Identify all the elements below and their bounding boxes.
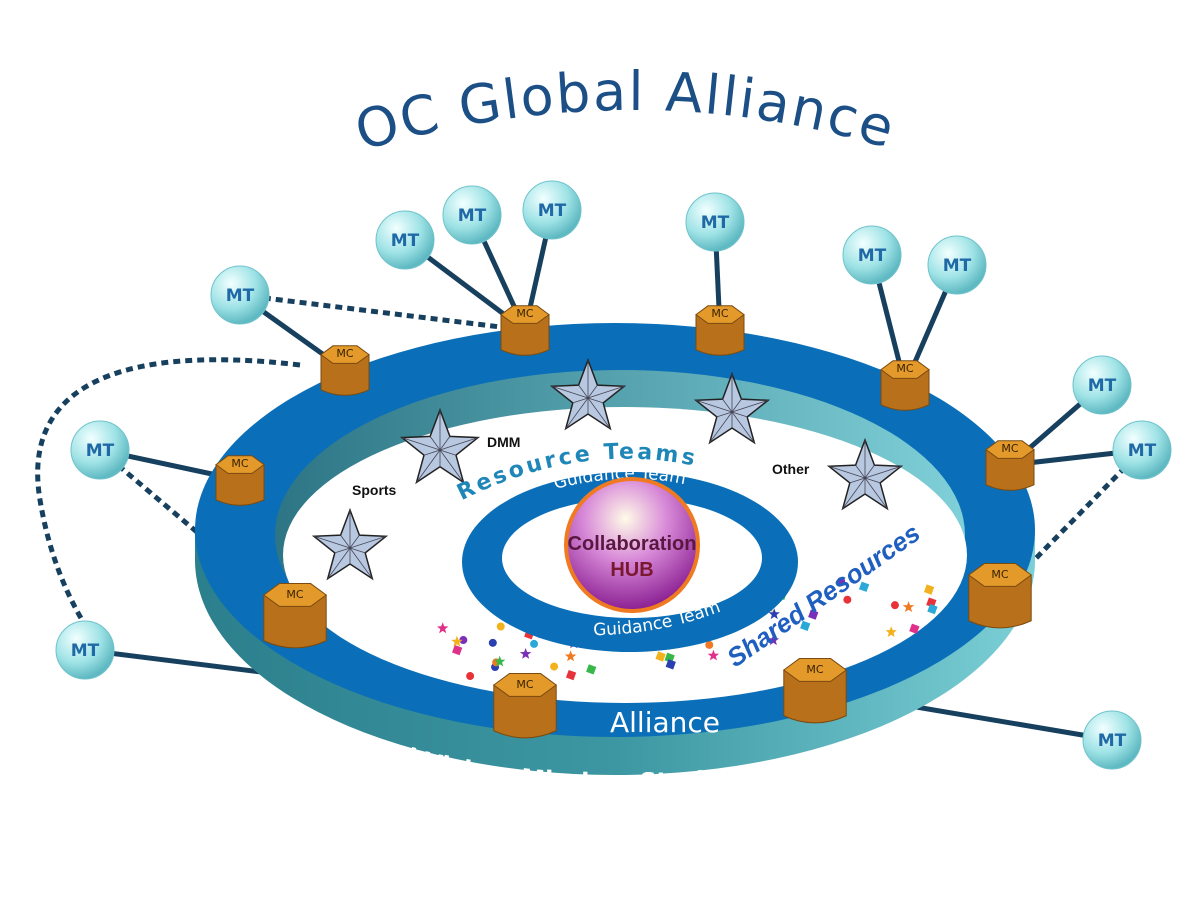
confetti-dot — [705, 640, 714, 649]
confetti-square — [664, 652, 675, 663]
confetti-star — [494, 655, 506, 667]
member-council-node: MC — [215, 455, 265, 506]
mt-label: MT — [701, 213, 730, 233]
member-team-node: MT — [1112, 420, 1172, 480]
member-team-node: MT — [1082, 710, 1142, 770]
confetti-square — [565, 669, 577, 681]
star-icon — [311, 507, 389, 581]
mc-label: MC — [1001, 442, 1018, 455]
member-council-node: MC — [500, 305, 550, 356]
confetti-square — [927, 603, 938, 615]
mc-label: MC — [896, 362, 913, 375]
hub-label-line1: Collaboration — [568, 533, 697, 555]
member-council-node: MC — [782, 658, 848, 724]
mt-label: MT — [858, 246, 887, 266]
hub-sphere — [564, 477, 700, 613]
diagram-title: OC Global Alliance — [349, 60, 903, 163]
mc-label: MC — [516, 307, 533, 320]
confetti-dot — [890, 601, 899, 610]
confetti-star — [707, 649, 720, 661]
confetti-dot — [530, 639, 539, 648]
hub-label-line2: HUB — [610, 559, 653, 581]
mt-label: MT — [86, 441, 115, 461]
member-team-node: MT — [927, 235, 987, 295]
confetti-dot — [496, 622, 505, 631]
confetti-square — [665, 659, 676, 670]
confetti-star — [451, 635, 463, 647]
member-team-node: MT — [210, 265, 270, 325]
team-label-other: Other — [772, 461, 810, 477]
mt-label: MT — [226, 286, 255, 306]
member-team-node: MT — [842, 225, 902, 285]
mc-label: MC — [286, 588, 303, 601]
confetti-dot — [466, 672, 475, 681]
confetti-dot — [550, 662, 559, 671]
confetti-square — [923, 584, 935, 595]
mc-label: MC — [991, 568, 1008, 581]
confetti-square — [909, 623, 920, 634]
star-icon — [549, 357, 627, 431]
confetti-square — [800, 620, 811, 631]
mc-label: MC — [336, 347, 353, 360]
confetti-square — [808, 609, 819, 620]
team-label-dmm: DMM — [487, 434, 520, 450]
confetti-star — [437, 622, 449, 634]
member-council-node: MC — [262, 583, 328, 649]
member-team-node: MT — [70, 420, 130, 480]
mc-label: MC — [231, 457, 248, 470]
confetti-square — [926, 597, 937, 608]
mc-label: MC — [516, 678, 533, 691]
confetti-dot — [459, 636, 468, 645]
confetti-star — [564, 650, 577, 662]
mc-label: MC — [806, 663, 823, 676]
member-council-node: MC — [492, 673, 558, 739]
member-team-node: MT — [442, 185, 502, 245]
star-icon — [826, 437, 904, 511]
confetti-dot — [843, 595, 852, 604]
member-council-node: MC — [967, 563, 1033, 629]
member-team-node: MT — [1072, 355, 1132, 415]
confetti-square — [858, 581, 870, 592]
confetti-square — [655, 651, 666, 662]
member-council-node: MC — [880, 360, 930, 411]
confetti-star — [519, 648, 532, 659]
mc-label: MC — [711, 307, 728, 320]
mt-label: MT — [391, 231, 420, 251]
star-icon — [693, 371, 771, 445]
member-team-node: MT — [375, 210, 435, 270]
dotted-link-curve — [35, 357, 301, 627]
dotted-link — [98, 448, 297, 617]
member-council-node: MC — [320, 345, 370, 396]
alliance-label: Alliance — [610, 706, 720, 739]
mt-label: MT — [538, 201, 567, 221]
confetti-star — [767, 634, 780, 646]
team-label-sports: Sports — [352, 482, 397, 498]
member-team-node: MT — [55, 620, 115, 680]
mt-label: MT — [71, 641, 100, 661]
title-group: OC Global Alliance — [349, 60, 903, 163]
mt-label: MT — [1088, 376, 1117, 396]
star-icon — [399, 407, 481, 485]
confetti-dot — [488, 638, 497, 647]
confetti-star — [902, 601, 915, 612]
member-team-node: MT — [522, 180, 582, 240]
mt-label: MT — [943, 256, 972, 276]
confetti-square — [452, 644, 463, 656]
confetti-star — [768, 608, 780, 620]
confetti-star — [885, 626, 897, 637]
member-team-node: MT — [685, 192, 745, 252]
member-council-node: MC — [695, 305, 745, 356]
collaboration-hub: Collaboration HUB — [564, 477, 700, 613]
member-nodes: MC MC MC MC MC MC MC MC MC MC MT MT MT MT MT MT MT MT MT MT… — [55, 180, 1172, 770]
member-council-node: MC — [985, 440, 1035, 491]
confetti-square — [586, 664, 597, 675]
resource-team-stars — [311, 357, 904, 581]
mt-label: MT — [1128, 441, 1157, 461]
mt-label: MT — [1098, 731, 1127, 751]
mt-label: MT — [458, 206, 487, 226]
confetti-dot — [837, 577, 846, 586]
